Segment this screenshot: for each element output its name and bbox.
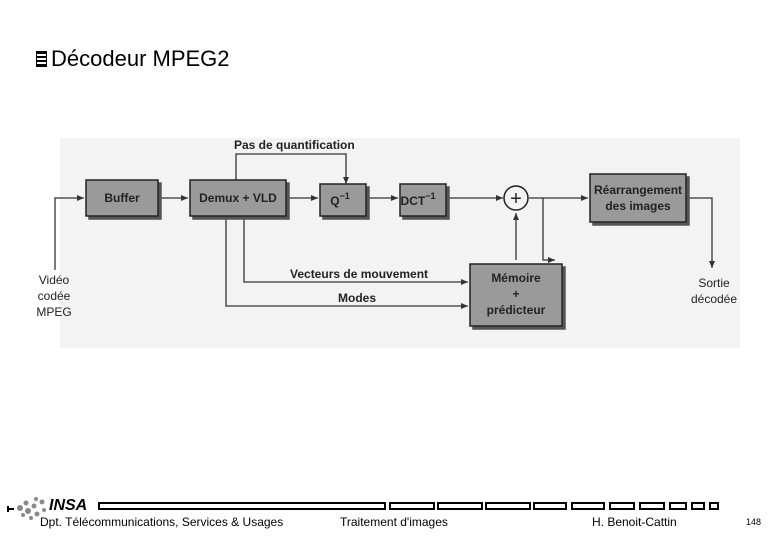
adder-circle <box>503 185 529 211</box>
idct-exponent: −1 <box>425 191 435 201</box>
footer-rule <box>98 502 719 510</box>
input-label-line1: Vidéo <box>39 273 70 287</box>
bullet-icon <box>36 51 47 67</box>
signal-lines <box>54 153 715 309</box>
quant-step-label: Pas de quantification <box>234 138 355 152</box>
adder-symbol: + <box>510 188 522 210</box>
slide-title-text: Décodeur MPEG2 <box>51 46 230 71</box>
insa-logo: INSA <box>7 497 87 520</box>
iq-exponent: −1 <box>340 191 350 201</box>
buffer-block <box>85 179 159 217</box>
logo-text: INSA <box>49 497 87 514</box>
input-label-line3: MPEG <box>36 305 71 319</box>
rearrange-block <box>589 173 687 223</box>
slide-title: Décodeur MPEG2 <box>36 46 230 72</box>
iq-symbol: Q <box>330 194 339 208</box>
idct-symbol: DCT <box>401 194 426 208</box>
rearrange-label-line1: Réarrangement <box>594 183 682 197</box>
footer-author: H. Benoit-Cattin <box>592 515 677 529</box>
idct-block <box>399 183 447 217</box>
motion-vectors-label: Vecteurs de mouvement <box>290 267 428 281</box>
buffer-label: Buffer <box>104 191 140 205</box>
memory-predictor-block <box>469 263 563 327</box>
footer-department: Dpt. Télécommunications, Services & Usag… <box>40 515 284 529</box>
page-number: 148 <box>746 517 762 527</box>
output-label-line1: Sortie <box>698 276 730 290</box>
demux-label: Demux + VLD <box>199 191 277 205</box>
memory-label-line2: + <box>512 287 519 301</box>
footer-course: Traitement d'images <box>340 515 448 529</box>
input-label-line2: codée <box>38 289 71 303</box>
quant-step-line <box>235 153 349 186</box>
demux-block <box>189 179 287 217</box>
input-line <box>54 195 84 270</box>
rearrange-label-line2: des images <box>605 199 671 213</box>
output-label-line2: décodée <box>691 292 737 306</box>
feedback-to-memory-line <box>542 198 555 263</box>
mpeg2-decoder-diagram: Buffer Demux + VLD Q−1 DCT−1 + Réarrange… <box>36 138 740 348</box>
memory-label-line1: Mémoire <box>491 271 541 285</box>
idct-label: DCT−1 <box>401 191 436 208</box>
memory-label-line3: prédicteur <box>487 303 546 317</box>
output-line <box>686 197 715 268</box>
inverse-quantizer-block <box>319 183 367 217</box>
scan-background <box>60 138 740 348</box>
motion-vectors-line <box>243 210 468 285</box>
modes-label: Modes <box>338 291 376 305</box>
modes-line <box>225 210 468 309</box>
slide-footer: INSA Dpt. Télécommunications, Services &… <box>0 490 780 540</box>
inverse-quantizer-label: Q−1 <box>330 191 350 208</box>
